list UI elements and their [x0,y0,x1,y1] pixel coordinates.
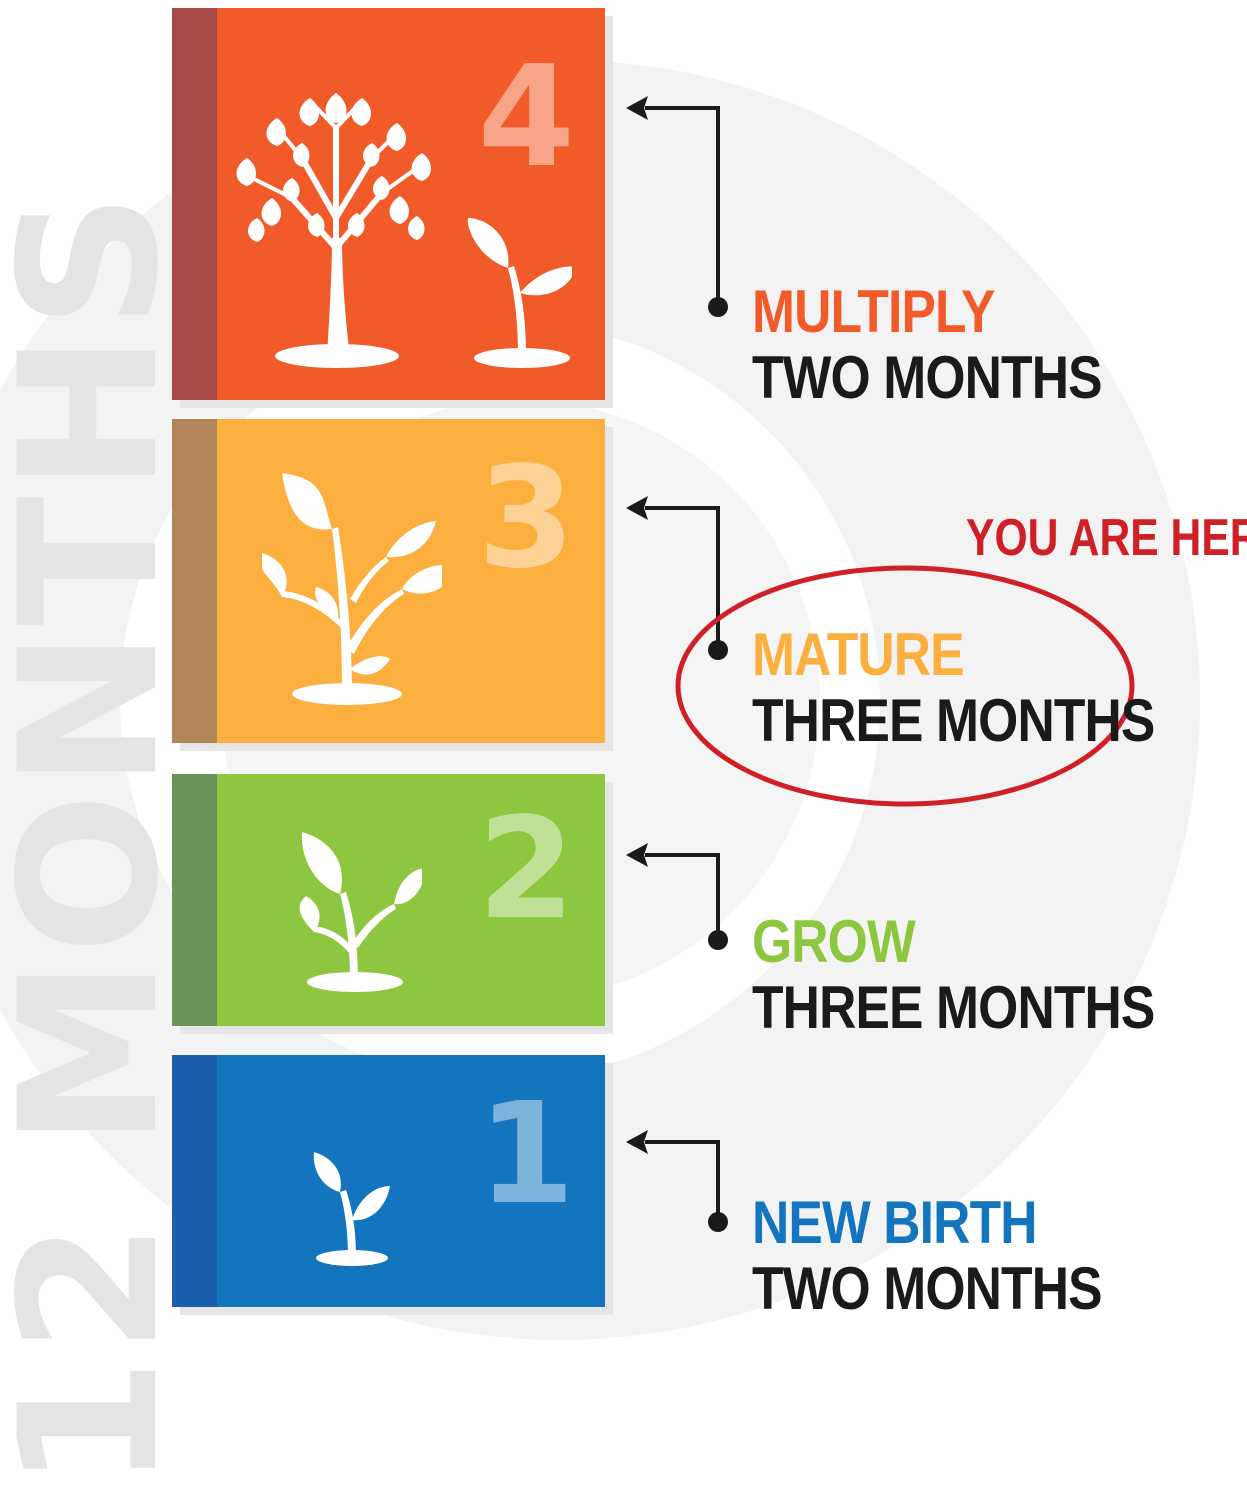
stage-duration: TWO MONTHS [752,1255,1103,1322]
stage-block-mature: 3 [172,419,605,743]
stage-label-mature: MATURE THREE MONTHS [752,621,1155,754]
stage-duration: TWO MONTHS [752,344,1103,411]
current-stage-highlight [675,565,1135,807]
seedling-icon [313,1152,390,1266]
stage-label-grow: GROW THREE MONTHS [752,908,1155,1041]
stage-block-grow: 2 [172,774,605,1026]
stage-name: GROW [752,908,916,975]
stage-block-new-birth: 1 [172,1055,605,1307]
stage-name: NEW BIRTH [752,1189,1037,1256]
stage-label-multiply: MULTIPLY TWO MONTHS [752,278,1103,411]
young-plant-icon [262,473,442,705]
stage-label-new-birth: NEW BIRTH TWO MONTHS [752,1189,1103,1322]
stage-connectors [626,96,1135,1232]
stage-block-multiply: 4 [172,8,605,400]
stage-number: 3 [477,437,575,600]
tree-and-sprout-icon [236,93,572,368]
stage-strip [172,8,217,400]
stage-duration: THREE MONTHS [752,974,1155,1041]
you-are-here-label: YOU ARE HERE [966,509,1247,567]
stage-duration: THREE MONTHS [752,687,1155,754]
stage-number: 1 [477,1073,575,1236]
small-plant-icon [299,832,422,992]
stage-name: MULTIPLY [752,278,995,345]
stage-name: MATURE [752,621,965,688]
stage-number: 2 [477,788,575,951]
stage-strip [172,419,217,743]
stage-strip [172,774,217,1026]
stage-strip [172,1055,217,1307]
stage-number: 4 [477,36,575,199]
